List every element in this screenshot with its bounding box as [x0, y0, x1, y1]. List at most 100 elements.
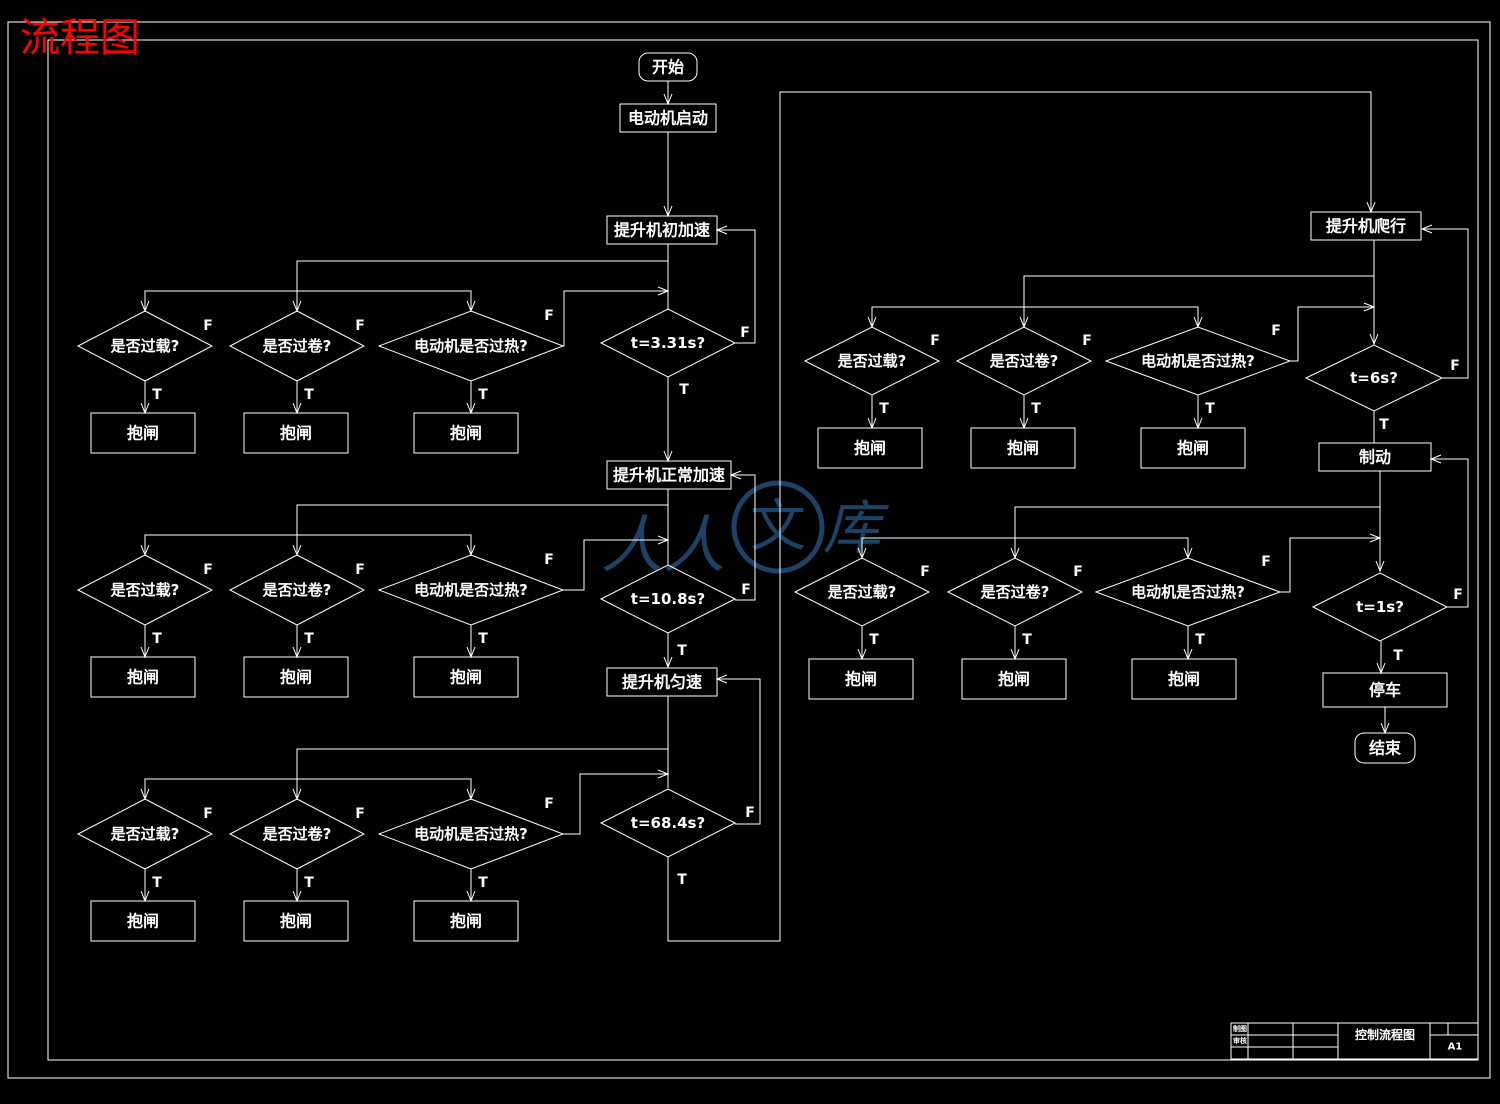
- check-overload-label: 是否过载?: [110, 337, 180, 355]
- false-label: F: [920, 564, 930, 580]
- check-overload-diamond: [76, 554, 214, 626]
- false-label: F: [203, 806, 213, 822]
- hold-brake-box: [243, 412, 349, 454]
- connector-line: [871, 306, 1199, 327]
- arrowhead: [867, 316, 877, 329]
- watermark: 人人文库: [601, 480, 889, 582]
- decision-t1-label: t=3.31s?: [631, 334, 705, 352]
- true-label: T: [869, 632, 879, 648]
- true-label: T: [1393, 648, 1403, 664]
- arrowhead: [1183, 547, 1193, 560]
- title-block-design-label: 制图: [1233, 1024, 1247, 1033]
- title-block-review-label: 审核: [1233, 1036, 1247, 1045]
- false-label: F: [355, 806, 365, 822]
- arrowhead: [1019, 316, 1029, 329]
- hold-brake-box: [90, 656, 196, 698]
- check-overwind-diamond: [228, 310, 366, 382]
- hold-brake-label: 抱闸: [280, 424, 312, 443]
- false-label: F: [741, 582, 751, 598]
- hold-brake-box: [413, 900, 519, 942]
- inner-frame: [47, 39, 1479, 1061]
- title-block-frame: [1230, 1022, 1479, 1060]
- false-label: F: [544, 796, 554, 812]
- connector-line: [563, 290, 668, 347]
- true-label: T: [1031, 401, 1041, 417]
- true-label: T: [304, 387, 314, 403]
- check-overload-label: 是否过载?: [827, 583, 897, 601]
- hold-brake-box: [243, 900, 349, 942]
- arrowhead: [1429, 454, 1442, 464]
- arrowhead: [715, 225, 728, 235]
- arrowhead: [292, 788, 302, 801]
- false-label: F: [930, 333, 940, 349]
- hold-brake-label: 抱闸: [280, 912, 312, 931]
- stop-label: 停车: [1369, 681, 1401, 700]
- hold-brake-label: 抱闸: [127, 424, 159, 443]
- false-label: F: [745, 805, 755, 821]
- check-overwind-label: 是否过卷?: [262, 337, 332, 355]
- check-overload-diamond: [793, 557, 931, 627]
- hold-brake-label: 抱闸: [854, 439, 886, 458]
- false-label: F: [203, 562, 213, 578]
- watermark-ring: [731, 480, 825, 574]
- false-label: F: [1271, 323, 1281, 339]
- connector-line: [563, 539, 668, 591]
- false-label: F: [1453, 587, 1463, 603]
- end-terminal: [1354, 732, 1416, 764]
- check-overwind-label: 是否过卷?: [989, 352, 1059, 370]
- arrowhead: [657, 535, 670, 545]
- true-label: T: [679, 382, 689, 398]
- false-label: F: [544, 308, 554, 324]
- hold-brake-label: 抱闸: [127, 668, 159, 687]
- connector-line: [144, 778, 472, 799]
- arrowhead: [466, 300, 476, 313]
- watermark-mid-text: 文: [750, 495, 806, 560]
- connector-line: [731, 474, 756, 601]
- outer-frame: [7, 21, 1491, 1079]
- brake-box: [1318, 442, 1432, 472]
- connector-line: [1280, 537, 1380, 593]
- watermark-left-text: 人人: [601, 509, 725, 582]
- hold-brake-box: [413, 656, 519, 698]
- connector-line: [296, 748, 668, 799]
- connector-line: [1431, 458, 1469, 608]
- decision-t2-label: t=10.8s?: [631, 590, 705, 608]
- uniform-speed-box: [606, 667, 718, 697]
- check-overload-diamond: [803, 326, 941, 396]
- true-label: T: [1022, 632, 1032, 648]
- true-label: T: [478, 875, 488, 891]
- decision-t3-label: t=68.4s?: [631, 814, 705, 832]
- arrowhead: [1375, 560, 1385, 573]
- connector-line: [1290, 306, 1374, 362]
- true-label: T: [152, 387, 162, 403]
- check-overload-label: 是否过载?: [110, 825, 180, 843]
- brake-label: 制动: [1359, 448, 1391, 467]
- hold-brake-box: [817, 427, 923, 469]
- crawl-box: [1310, 211, 1422, 241]
- decision-t3-diamond: [599, 788, 737, 858]
- hold-brake-box: [970, 427, 1076, 469]
- check-overheat-label: 电动机是否过热?: [1141, 352, 1255, 370]
- end-label: 结束: [1368, 739, 1402, 758]
- false-label: F: [355, 318, 365, 334]
- check-overheat-label: 电动机是否过热?: [414, 581, 528, 599]
- check-overheat-label: 电动机是否过热?: [414, 825, 528, 843]
- false-label: F: [740, 325, 750, 341]
- hold-brake-label: 抱闸: [998, 670, 1030, 689]
- true-label: T: [677, 643, 687, 659]
- true-label: T: [152, 631, 162, 647]
- arrowhead: [1369, 333, 1379, 346]
- hold-brake-label: 抱闸: [450, 424, 482, 443]
- page-title: 流程图: [20, 15, 140, 61]
- check-overwind-label: 是否过卷?: [262, 825, 332, 843]
- arrowhead: [657, 769, 670, 779]
- watermark-right-text: 库: [823, 494, 889, 562]
- arrowhead: [1369, 533, 1382, 543]
- false-label: F: [544, 552, 554, 568]
- decision-t4-label: t=6s?: [1350, 369, 1398, 387]
- arrowhead: [1420, 224, 1433, 234]
- connector-line: [667, 91, 1372, 942]
- hold-brake-box: [961, 658, 1067, 700]
- arrowhead: [1010, 547, 1020, 560]
